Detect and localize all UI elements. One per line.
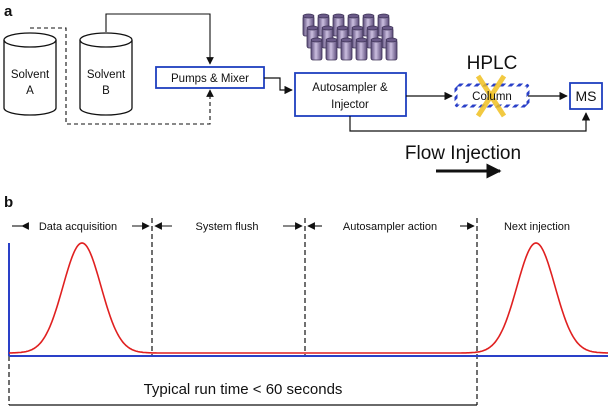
solvent-b-flow-line (105, 13, 214, 65)
pumps-to-autosampler-arrow (264, 77, 293, 95)
segment-label-autosampler-action: Autosampler action (343, 221, 437, 233)
sample-vial (370, 39, 383, 61)
autosampler-label-line2: Injector (331, 99, 369, 111)
autosampler-label-line1: Autosampler & (312, 82, 388, 94)
sample-vial-cap (385, 37, 398, 43)
sample-vial (325, 39, 338, 61)
segment-label-next-injection: Next injection (504, 221, 570, 233)
solvent-a-label-line1: Solvent (11, 69, 50, 81)
run-time-label: Typical run time < 60 seconds (144, 381, 343, 398)
sample-vial-cap (321, 25, 334, 31)
panel-a-label: a (4, 3, 13, 20)
sample-vial-cap (362, 13, 375, 19)
column-bypass-cross-2 (475, 74, 507, 118)
segment-label-system-flush: System flush (196, 221, 259, 233)
solvent-b-label-line2: B (102, 85, 110, 97)
sample-vial-cap (347, 13, 360, 19)
panel-b-label: b (4, 194, 13, 211)
sample-vial-cap (336, 25, 349, 31)
sample-vial (355, 39, 368, 61)
hplc-label: HPLC (467, 53, 518, 74)
solvent-a-flow-line (30, 27, 214, 125)
sample-vial-cap (340, 37, 353, 43)
sample-vial-cap (351, 25, 364, 31)
sample-vial-cap (355, 37, 368, 43)
sample-vial (340, 39, 353, 61)
sample-vial-cap (325, 37, 338, 43)
solvent-a-label-line2: A (26, 85, 34, 97)
sample-vial (310, 39, 323, 61)
ms-label: MS (576, 88, 597, 104)
solvent-b-label-line1: Solvent (87, 69, 126, 81)
column-label: Column (472, 91, 512, 103)
sample-vial-cap (366, 25, 379, 31)
flow-injection-label: Flow Injection (405, 143, 521, 164)
solvent-b-bottle: Solvent B (79, 32, 133, 116)
pumps-mixer-label: Pumps & Mixer (171, 73, 249, 85)
sample-vial-cap (310, 37, 323, 43)
sample-vial-cap (302, 13, 315, 19)
sample-vial-cap (381, 25, 394, 31)
sample-vial-cap (332, 13, 345, 19)
sample-vial-cap (370, 37, 383, 43)
chromatogram-trace (9, 242, 608, 354)
autosampler-vial-rack (302, 13, 398, 61)
flow-injection-bypass-line (349, 112, 591, 132)
solvent-a-bottle: Solvent A (3, 32, 57, 116)
sample-vial (385, 39, 398, 61)
sample-vial-cap (306, 25, 319, 31)
sample-vial-cap (317, 13, 330, 19)
ms-box (569, 82, 603, 110)
sample-vial-cap (377, 13, 390, 19)
segment-label-data-acquisition: Data acquisition (39, 221, 117, 233)
